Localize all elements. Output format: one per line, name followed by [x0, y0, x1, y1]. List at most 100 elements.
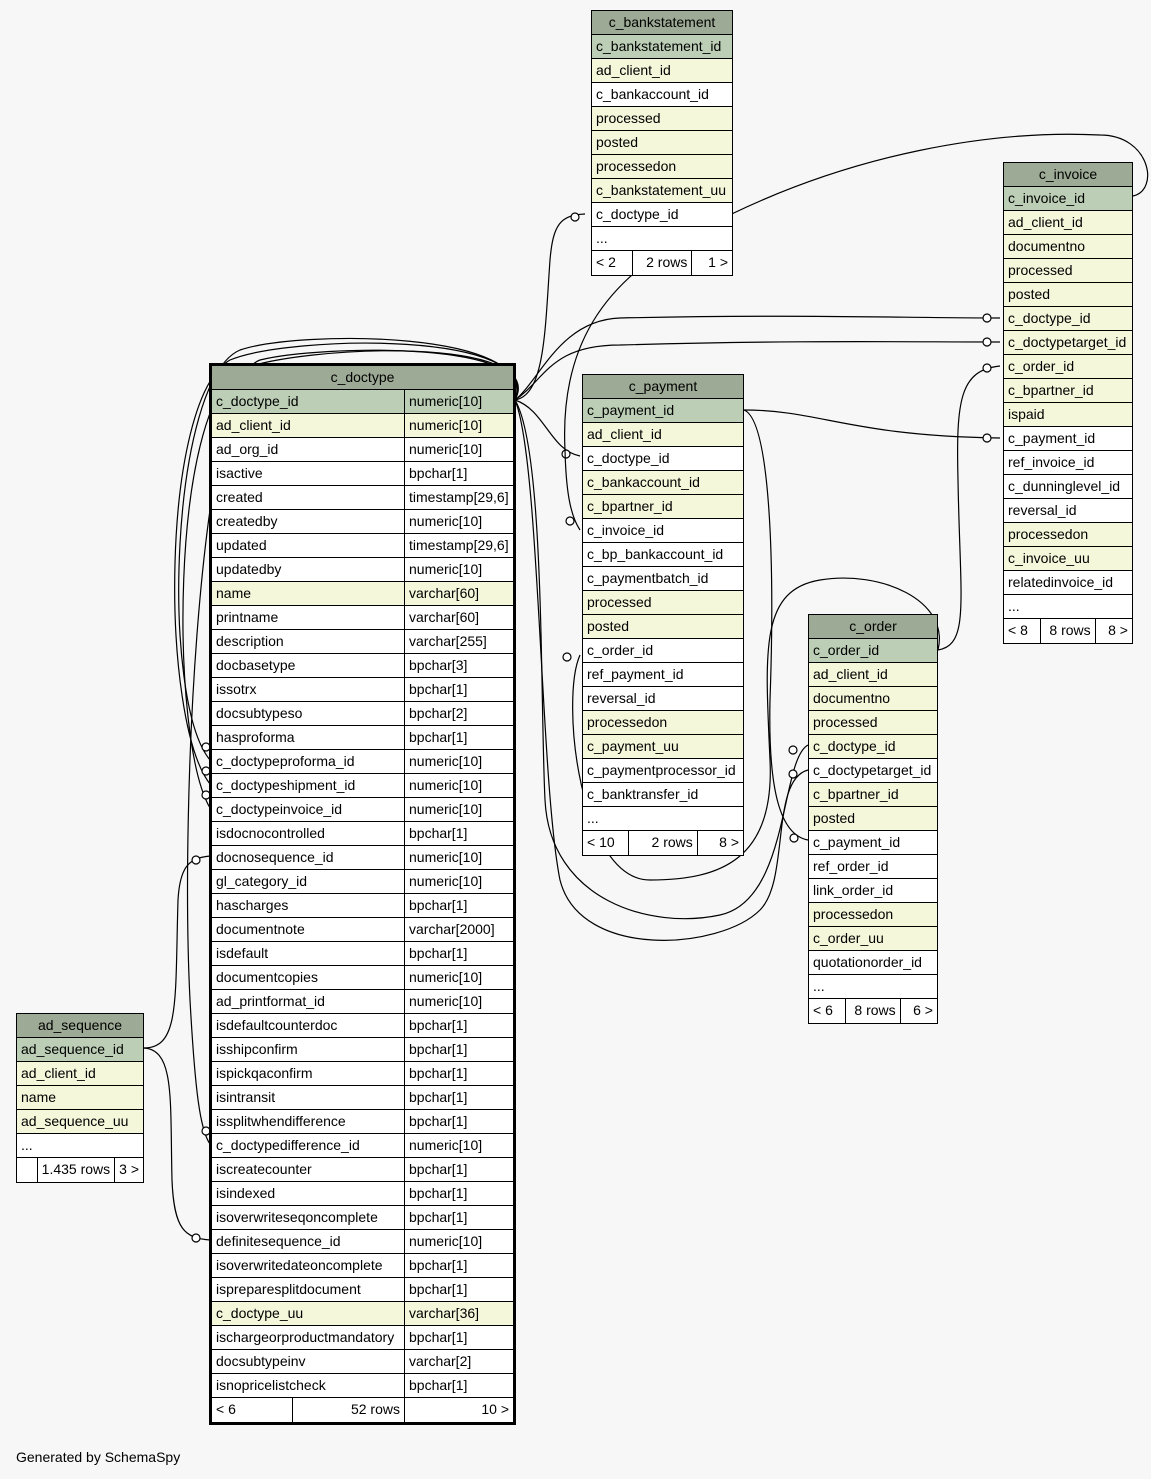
column-row[interactable]: documentno [1004, 235, 1132, 259]
column-row[interactable]: ... [583, 807, 743, 831]
children-count[interactable]: 1 > [691, 251, 732, 275]
children-count[interactable]: 10 > [404, 1398, 513, 1422]
column-row[interactable]: posted [583, 615, 743, 639]
column-row[interactable]: link_order_id [809, 879, 937, 903]
parents-count[interactable] [17, 1158, 37, 1182]
column-row[interactable]: c_doctype_id [1004, 307, 1132, 331]
column-row[interactable]: processed [583, 591, 743, 615]
column-row[interactable]: reversal_id [1004, 499, 1132, 523]
column-row[interactable]: c_order_uu [809, 927, 937, 951]
column-row[interactable]: ad_client_id [592, 59, 732, 83]
column-row[interactable]: reversal_id [583, 687, 743, 711]
column-row[interactable]: c_invoice_id [1004, 187, 1132, 211]
column-row[interactable]: ad_sequence_id [17, 1038, 143, 1062]
column-row[interactable]: ... [592, 227, 732, 251]
column-row[interactable]: ispaid [1004, 403, 1132, 427]
column-row[interactable]: processed [809, 711, 937, 735]
parents-count[interactable]: < 8 [1008, 622, 1028, 638]
column-row[interactable]: c_bpartner_id [1004, 379, 1132, 403]
column-row[interactable]: ref_order_id [809, 855, 937, 879]
column-row[interactable]: processedon [1004, 523, 1132, 547]
children-count[interactable]: 8 > [1094, 619, 1132, 643]
column-row[interactable]: name [17, 1086, 143, 1110]
column-row[interactable]: ad_client_id [1004, 211, 1132, 235]
column-row[interactable]: c_payment_id [583, 399, 743, 423]
column-row[interactable]: ... [17, 1134, 143, 1158]
children-count[interactable]: 3 > [114, 1158, 143, 1182]
column-row[interactable]: c_doctype_id [592, 203, 732, 227]
column-row[interactable]: ad_sequence_uu [17, 1110, 143, 1134]
children-count[interactable]: 6 > [899, 999, 937, 1023]
column-row[interactable]: c_paymentprocessor_id [583, 759, 743, 783]
column-row[interactable]: documentno [809, 687, 937, 711]
column-row[interactable]: ad_client_id [17, 1062, 143, 1086]
column-row[interactable]: c_order_id [809, 639, 937, 663]
column-row[interactable]: posted [1004, 283, 1132, 307]
column-row[interactable]: c_order_id [1004, 355, 1132, 379]
column-row[interactable]: c_bankaccount_id [583, 471, 743, 495]
column-row[interactable]: c_bp_bankaccount_id [583, 543, 743, 567]
column-row[interactable]: processedon [809, 903, 937, 927]
parents-count[interactable]: < 6 [813, 1002, 833, 1018]
column-row[interactable]: c_payment_id [809, 831, 937, 855]
column-row[interactable]: c_invoice_uu [1004, 547, 1132, 571]
column-row[interactable]: c_bpartner_id [583, 495, 743, 519]
column-row[interactable]: c_payment_id [1004, 427, 1132, 451]
column-row[interactable]: c_doctypetarget_id [809, 759, 937, 783]
parents-count[interactable]: < 2 [596, 254, 616, 270]
column-row[interactable]: c_order_id [583, 639, 743, 663]
column-row[interactable]: posted [809, 807, 937, 831]
column-row[interactable]: processedon [592, 155, 732, 179]
column-row[interactable]: ad_client_id [583, 423, 743, 447]
column-row[interactable]: c_bankaccount_id [592, 83, 732, 107]
column-row[interactable]: c_doctype_id [809, 735, 937, 759]
column-row[interactable]: ref_payment_id [583, 663, 743, 687]
column-row[interactable]: c_payment_uu [583, 735, 743, 759]
column-row[interactable]: c_paymentbatch_id [583, 567, 743, 591]
column-row[interactable]: ref_invoice_id [1004, 451, 1132, 475]
column-row[interactable]: c_dunninglevel_id [1004, 475, 1132, 499]
column-row[interactable]: relatedinvoice_id [1004, 571, 1132, 595]
children-count[interactable]: 8 > [696, 831, 743, 855]
column-row[interactable]: processedon [583, 711, 743, 735]
column-row[interactable]: c_bankstatement_id [592, 35, 732, 59]
column-row[interactable]: c_doctype_id [583, 447, 743, 471]
column-row[interactable]: c_bankstatement_uu [592, 179, 732, 203]
parents-count[interactable]: < 10 [587, 834, 615, 850]
